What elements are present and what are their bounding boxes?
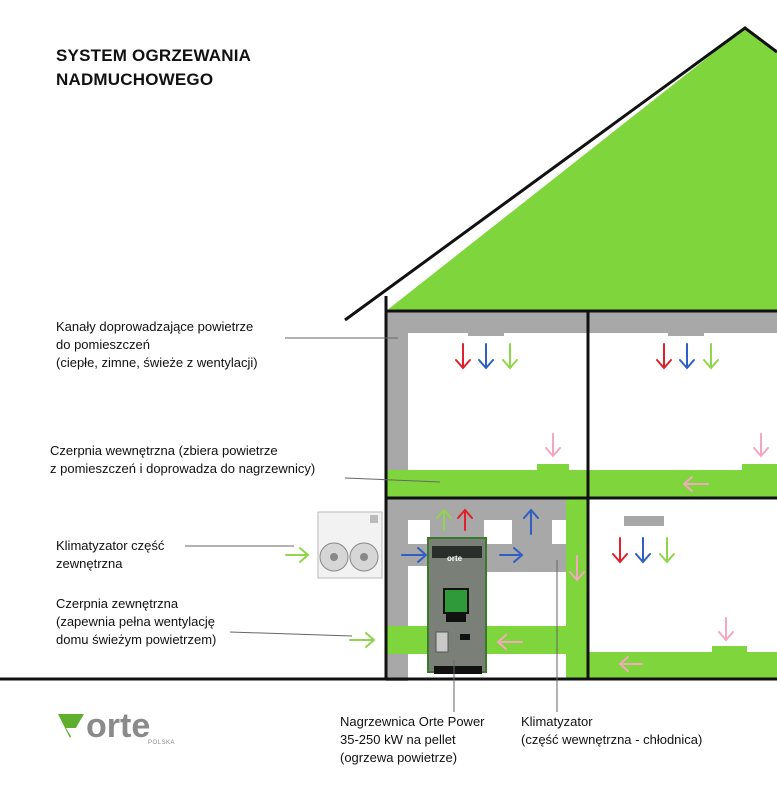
supply-arrows-room3 <box>612 537 675 564</box>
duct-outlet-room3 <box>624 516 664 526</box>
duct-outlet-room2 <box>668 326 704 336</box>
label-kanaly-line-2: do pomieszczeń <box>56 337 150 352</box>
label-czerpnia-wew-line-2: z pomieszczeń i doprowadza do nagrzewnic… <box>50 461 316 476</box>
duct-heater-top <box>430 506 484 540</box>
label-czerpnia-zew-line-1: Czerpnia zewnętrzna <box>56 596 179 611</box>
title-line-1: SYSTEM OGRZEWANIA <box>56 46 252 65</box>
label-klim-zew-line-1: Klimatyzator część <box>56 538 165 553</box>
supply-arrows-room1 <box>455 343 518 370</box>
title-line-2: NADMUCHOWEGO <box>56 70 214 89</box>
supply-arrows-room2 <box>656 343 719 370</box>
roof-outline <box>344 26 777 322</box>
return-inlet-room1 <box>537 464 569 472</box>
label-nagrzewnica-line-1: Nagrzewnica Orte Power <box>340 714 485 729</box>
return-channel-upper <box>386 470 777 498</box>
house-walls <box>0 296 777 681</box>
label-klimatyzator-wewnetrzna: Klimatyzator (część wewnętrzna - chłodni… <box>521 713 702 749</box>
orte-logo: orte POLSKA <box>56 708 186 754</box>
label-nagrzewnica-line-2: 35-250 kW na pellet <box>340 732 456 747</box>
label-nagrzewnica: Nagrzewnica Orte Power 35-250 kW na pell… <box>340 713 485 767</box>
heater-arrows <box>285 508 539 648</box>
label-czerpnia-zew-line-2: (zapewnia pełna wentylację <box>56 614 215 629</box>
duct-top-upper <box>386 311 777 333</box>
heater-brand-label: orte <box>447 554 463 563</box>
label-klim-wew-line-2: (część wewnętrzna - chłodnica) <box>521 732 703 747</box>
outdoor-ac-unit <box>317 511 383 579</box>
orte-logo-text: orte <box>86 707 151 745</box>
diagram-title: SYSTEM OGRZEWANIA NADMUCHOWEGO <box>56 44 251 92</box>
label-kanaly: Kanały doprowadzające powietrze do pomie… <box>56 318 258 372</box>
label-kanaly-line-1: Kanały doprowadzające powietrze <box>56 319 254 334</box>
roof-green <box>386 28 777 311</box>
fresh-air-channel <box>386 626 430 654</box>
duct-outlet-room1 <box>468 326 504 336</box>
return-channel-vertical <box>566 498 588 678</box>
label-kanaly-line-3: (ciepłe, zimne, świeże z wentylacji) <box>56 355 258 370</box>
return-inlet-room3 <box>712 646 747 654</box>
return-channel-lower-mid <box>484 626 566 654</box>
label-klim-wew-line-1: Klimatyzator <box>521 714 593 729</box>
label-klim-zew-line-2: zewnętrzna <box>56 556 123 571</box>
label-czerpnia-zewnetrzna: Czerpnia zewnętrzna (zapewnia pełna went… <box>56 595 216 649</box>
label-czerpnia-wewnetrzna: Czerpnia wewnętrzna (zbiera powietrze z … <box>50 442 315 478</box>
label-klimatyzator-zewnetrzna: Klimatyzator część zewnętrzna <box>56 537 164 573</box>
orte-logo-mark-icon <box>58 714 84 738</box>
label-czerpnia-zew-line-3: domu świeżym powietrzem) <box>56 632 217 647</box>
return-channel-lower-right <box>588 652 777 678</box>
label-czerpnia-wew-line-1: Czerpnia wewnętrzna (zbiera powietrze <box>50 443 278 458</box>
leader-lines <box>185 337 558 712</box>
orte-logo-subtext: POLSKA <box>148 740 176 746</box>
duct-to-cooler <box>484 544 566 572</box>
heater-unit <box>427 537 487 674</box>
return-inlet-room2 <box>742 464 777 472</box>
label-nagrzewnica-line-3: (ogrzewa powietrze) <box>340 750 458 765</box>
return-arrows <box>496 433 769 672</box>
